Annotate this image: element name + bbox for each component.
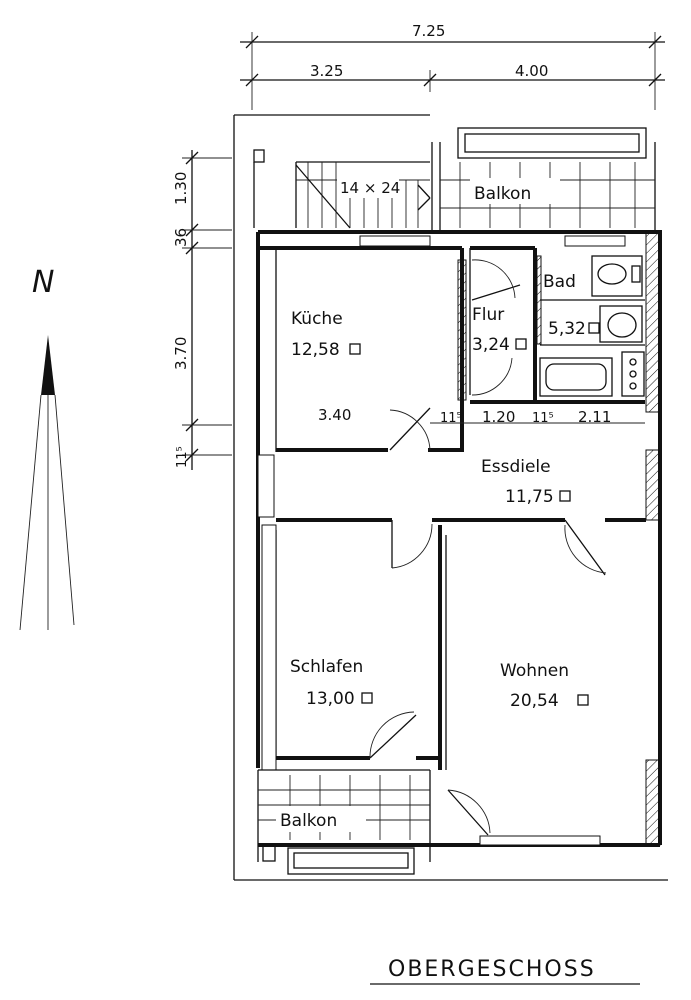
bad-name: Bad [543, 272, 576, 292]
dim-wall-36: 36 [172, 228, 190, 247]
dim-right-width: 4.00 [515, 62, 548, 80]
essdiele-area: 11,75 [505, 487, 554, 507]
area-square-icon [361, 692, 373, 704]
schlafen-area: 13,00 [306, 689, 355, 709]
room-essdiele: Essdiele 11,75 [481, 457, 571, 507]
dim-balcony-depth: 1.30 [172, 172, 190, 205]
bathroom-fixtures [536, 255, 645, 397]
outer-frame [233, 114, 668, 881]
room-bad: Bad 5,32 [543, 272, 600, 339]
balcony-bottom: Balkon [257, 769, 431, 875]
room-kueche: Küche 12,58 [291, 309, 361, 360]
flur-name: Flur [472, 305, 504, 325]
dim-total-width: 7.25 [412, 22, 445, 40]
dim-flur-width: 1.20 [482, 408, 515, 426]
area-square-icon [588, 322, 600, 334]
kueche-area: 12,58 [291, 340, 340, 360]
balkon-bottom-label: Balkon [280, 811, 337, 831]
plan-title: OBERGESCHOSS [388, 957, 596, 982]
room-schlafen: Schlafen 13,00 [290, 657, 373, 709]
doors [369, 259, 607, 836]
area-square-icon [559, 490, 571, 502]
dim-kitchen-width: 3.40 [318, 406, 351, 424]
dim-wall-b: 11⁵ [532, 411, 554, 426]
stairs-label: 14 × 24 [340, 179, 400, 197]
flur-area: 3,24 [472, 335, 510, 355]
dim-left-width: 3.25 [310, 62, 343, 80]
north-arrow-icon: N [19, 265, 75, 631]
essdiele-name: Essdiele [481, 457, 551, 477]
dim-kitchen-depth: 3.70 [172, 337, 190, 370]
left-dimensions: 1.30 36 3.70 11⁵ [172, 150, 232, 470]
kueche-name: Küche [291, 309, 343, 329]
top-dimensions: 7.25 3.25 4.00 [240, 22, 665, 110]
balcony-top: Balkon [431, 127, 656, 230]
dim-wall-a: 11⁵ [440, 411, 462, 426]
bad-area: 5,32 [548, 319, 586, 339]
interior-walls [258, 246, 646, 771]
area-square-icon [515, 338, 527, 350]
schlafen-name: Schlafen [290, 657, 363, 677]
north-label: N [32, 265, 54, 300]
plan-title-block: OBERGESCHOSS [370, 957, 640, 985]
dim-wall-left: 11⁵ [175, 446, 190, 468]
room-wohnen: Wohnen 20,54 [500, 661, 589, 711]
area-square-icon [577, 694, 589, 706]
wohnen-area: 20,54 [510, 691, 559, 711]
exterior-walls [256, 230, 662, 847]
wohnen-name: Wohnen [500, 661, 569, 681]
dim-bath-width: 2.11 [578, 408, 611, 426]
area-square-icon [349, 343, 361, 355]
balkon-top-label: Balkon [474, 184, 531, 204]
interior-dimensions: 3.40 11⁵ 1.20 11⁵ 2.11 [318, 406, 645, 426]
staircase: 14 × 24 [253, 149, 431, 229]
room-flur: Flur 3,24 [472, 305, 527, 355]
